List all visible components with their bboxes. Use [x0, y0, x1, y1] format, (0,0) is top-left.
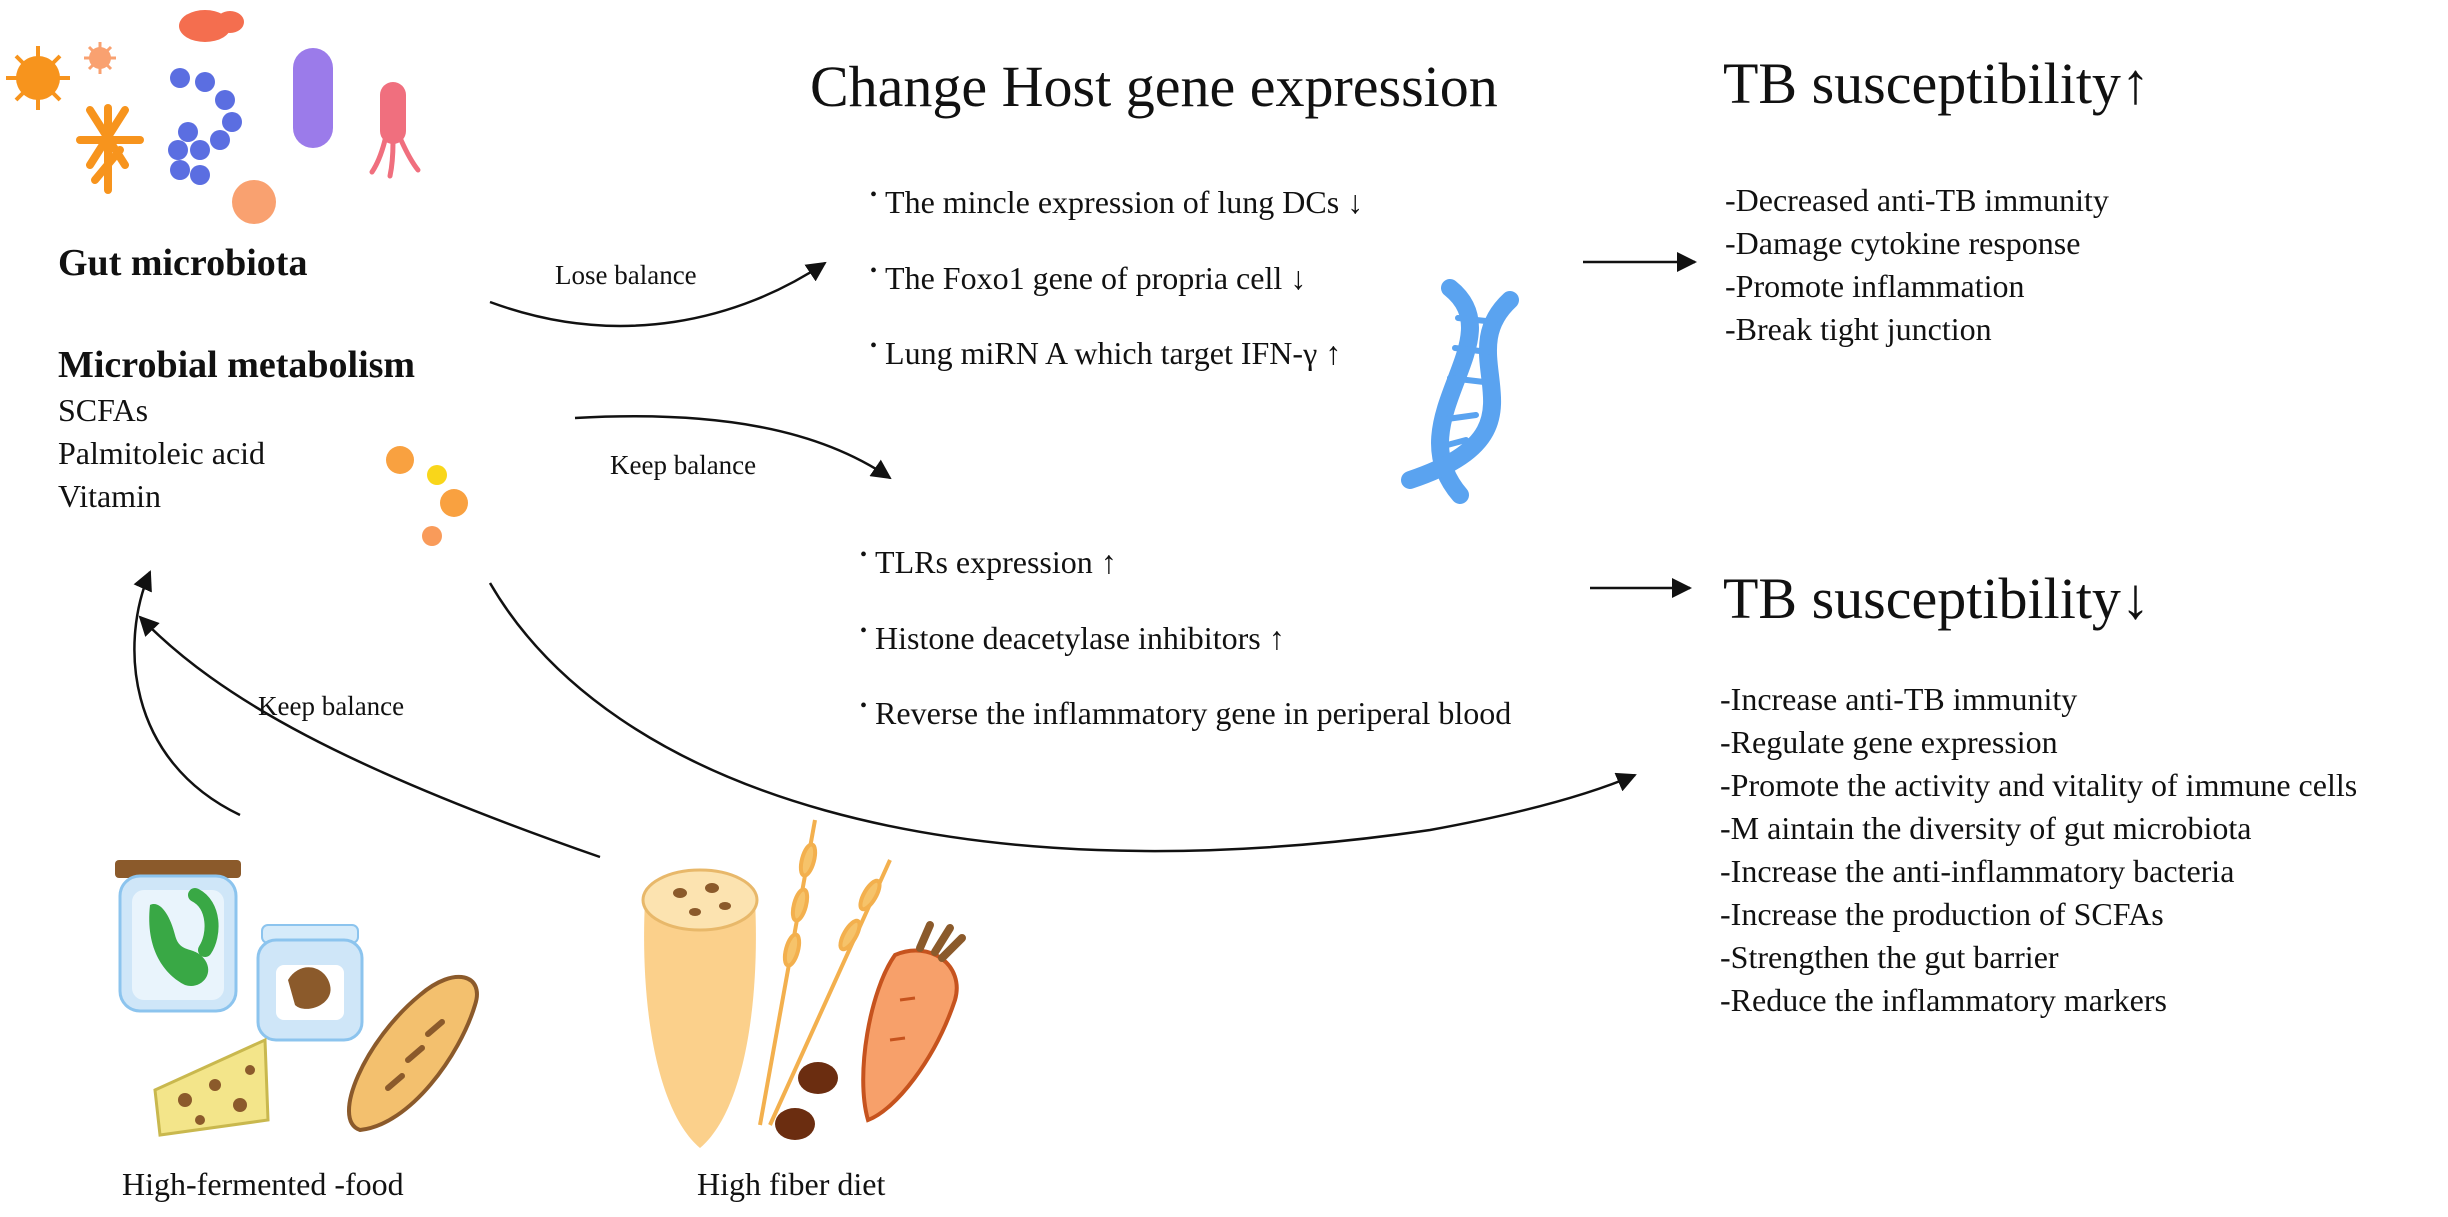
fermented-food-label: High-fermented -food [122, 1166, 404, 1202]
gut-microbes-illustration [6, 10, 421, 224]
metabolite-item: Vitamin [58, 478, 161, 514]
microbial-metabolism-label: Microbial metabolism [58, 344, 416, 386]
metabolite-dots-icon [386, 446, 468, 546]
list-item: -Promote inflammation [1725, 268, 2025, 304]
fermented-food-illustration [115, 860, 479, 1137]
bread-icon [347, 975, 479, 1133]
flagellated-bacterium-icon [369, 82, 421, 179]
list-item: -Reduce the inflammatory markers [1720, 982, 2167, 1018]
dna-helix-icon [1401, 279, 1519, 504]
yogurt-jar-icon [256, 924, 364, 1042]
lose-balance-arrow [489, 261, 827, 328]
arrows [133, 252, 1697, 859]
fiber-diet-feedback-arrow [138, 615, 601, 859]
list-item: -Increase anti-TB immunity [1720, 681, 2078, 717]
list-item: -Promote the activity and vitality of im… [1720, 767, 2358, 803]
list-item: -Regulate gene expression [1720, 724, 2058, 760]
list-item: •The Foxo1 gene of propria cell ↓ [870, 260, 1307, 296]
list-item: -Strengthen the gut barrier [1720, 939, 2059, 975]
spiky-bacterium-icon [76, 104, 144, 194]
wheat-icon [758, 819, 892, 1126]
list-item: •Lung miRN A which target IFN-γ ↑ [870, 335, 1342, 371]
center-title: Change Host gene expression [810, 54, 1498, 119]
keep-balance-upper-arrow [574, 415, 892, 480]
metabolism-to-protective-arrow [488, 582, 1637, 853]
list-item: -Damage cytokine response [1725, 225, 2081, 261]
pickle-jar-icon [115, 860, 241, 1013]
tb-susceptibility-down-title: TB susceptibility↓ [1723, 566, 2150, 631]
tb-susceptibility-up-title: TB susceptibility↑ [1723, 51, 2150, 116]
list-item: -M aintain the diversity of gut microbio… [1720, 810, 2252, 846]
coccus-icon [232, 180, 276, 224]
cheese-icon [153, 1037, 270, 1137]
metabolite-item: SCFAs [58, 392, 149, 428]
fiber-food-illustration [641, 819, 966, 1148]
sun-bacterium-icon [6, 46, 70, 110]
beans-icon [775, 1062, 838, 1140]
fiber-diet-label: High fiber diet [697, 1166, 886, 1202]
streptococcus-chain-icon [168, 68, 242, 185]
list-item: •TLRs expression ↑ [860, 544, 1117, 580]
keep-balance-lower-label: Keep balance [258, 691, 405, 721]
list-item: -Increase the production of SCFAs [1720, 896, 2164, 932]
radish-icon [641, 868, 759, 1148]
small-virus-icon [84, 42, 116, 74]
metabolite-item: Palmitoleic acid [58, 435, 266, 471]
lose-balance-label: Lose balance [555, 260, 697, 290]
keep-balance-upper-label: Keep balance [610, 450, 757, 480]
list-item: -Break tight junction [1725, 311, 1992, 347]
carrot-icon [861, 921, 966, 1123]
rod-bacterium-icon [293, 48, 333, 148]
bacillus-icon [179, 10, 244, 42]
list-item: -Increase the anti-inflammatory bacteria [1720, 853, 2235, 889]
list-item: -Decreased anti-TB immunity [1725, 182, 2109, 218]
list-item: •The mincle expression of lung DCs ↓ [870, 184, 1364, 220]
gut-microbiota-label: Gut microbiota [58, 242, 308, 284]
list-item: •Histone deacetylase inhibitors ↑ [860, 620, 1285, 656]
fermented-food-feedback-arrow [133, 570, 241, 817]
list-item: •Reverse the inflammatory gene in peripe… [860, 695, 1512, 731]
